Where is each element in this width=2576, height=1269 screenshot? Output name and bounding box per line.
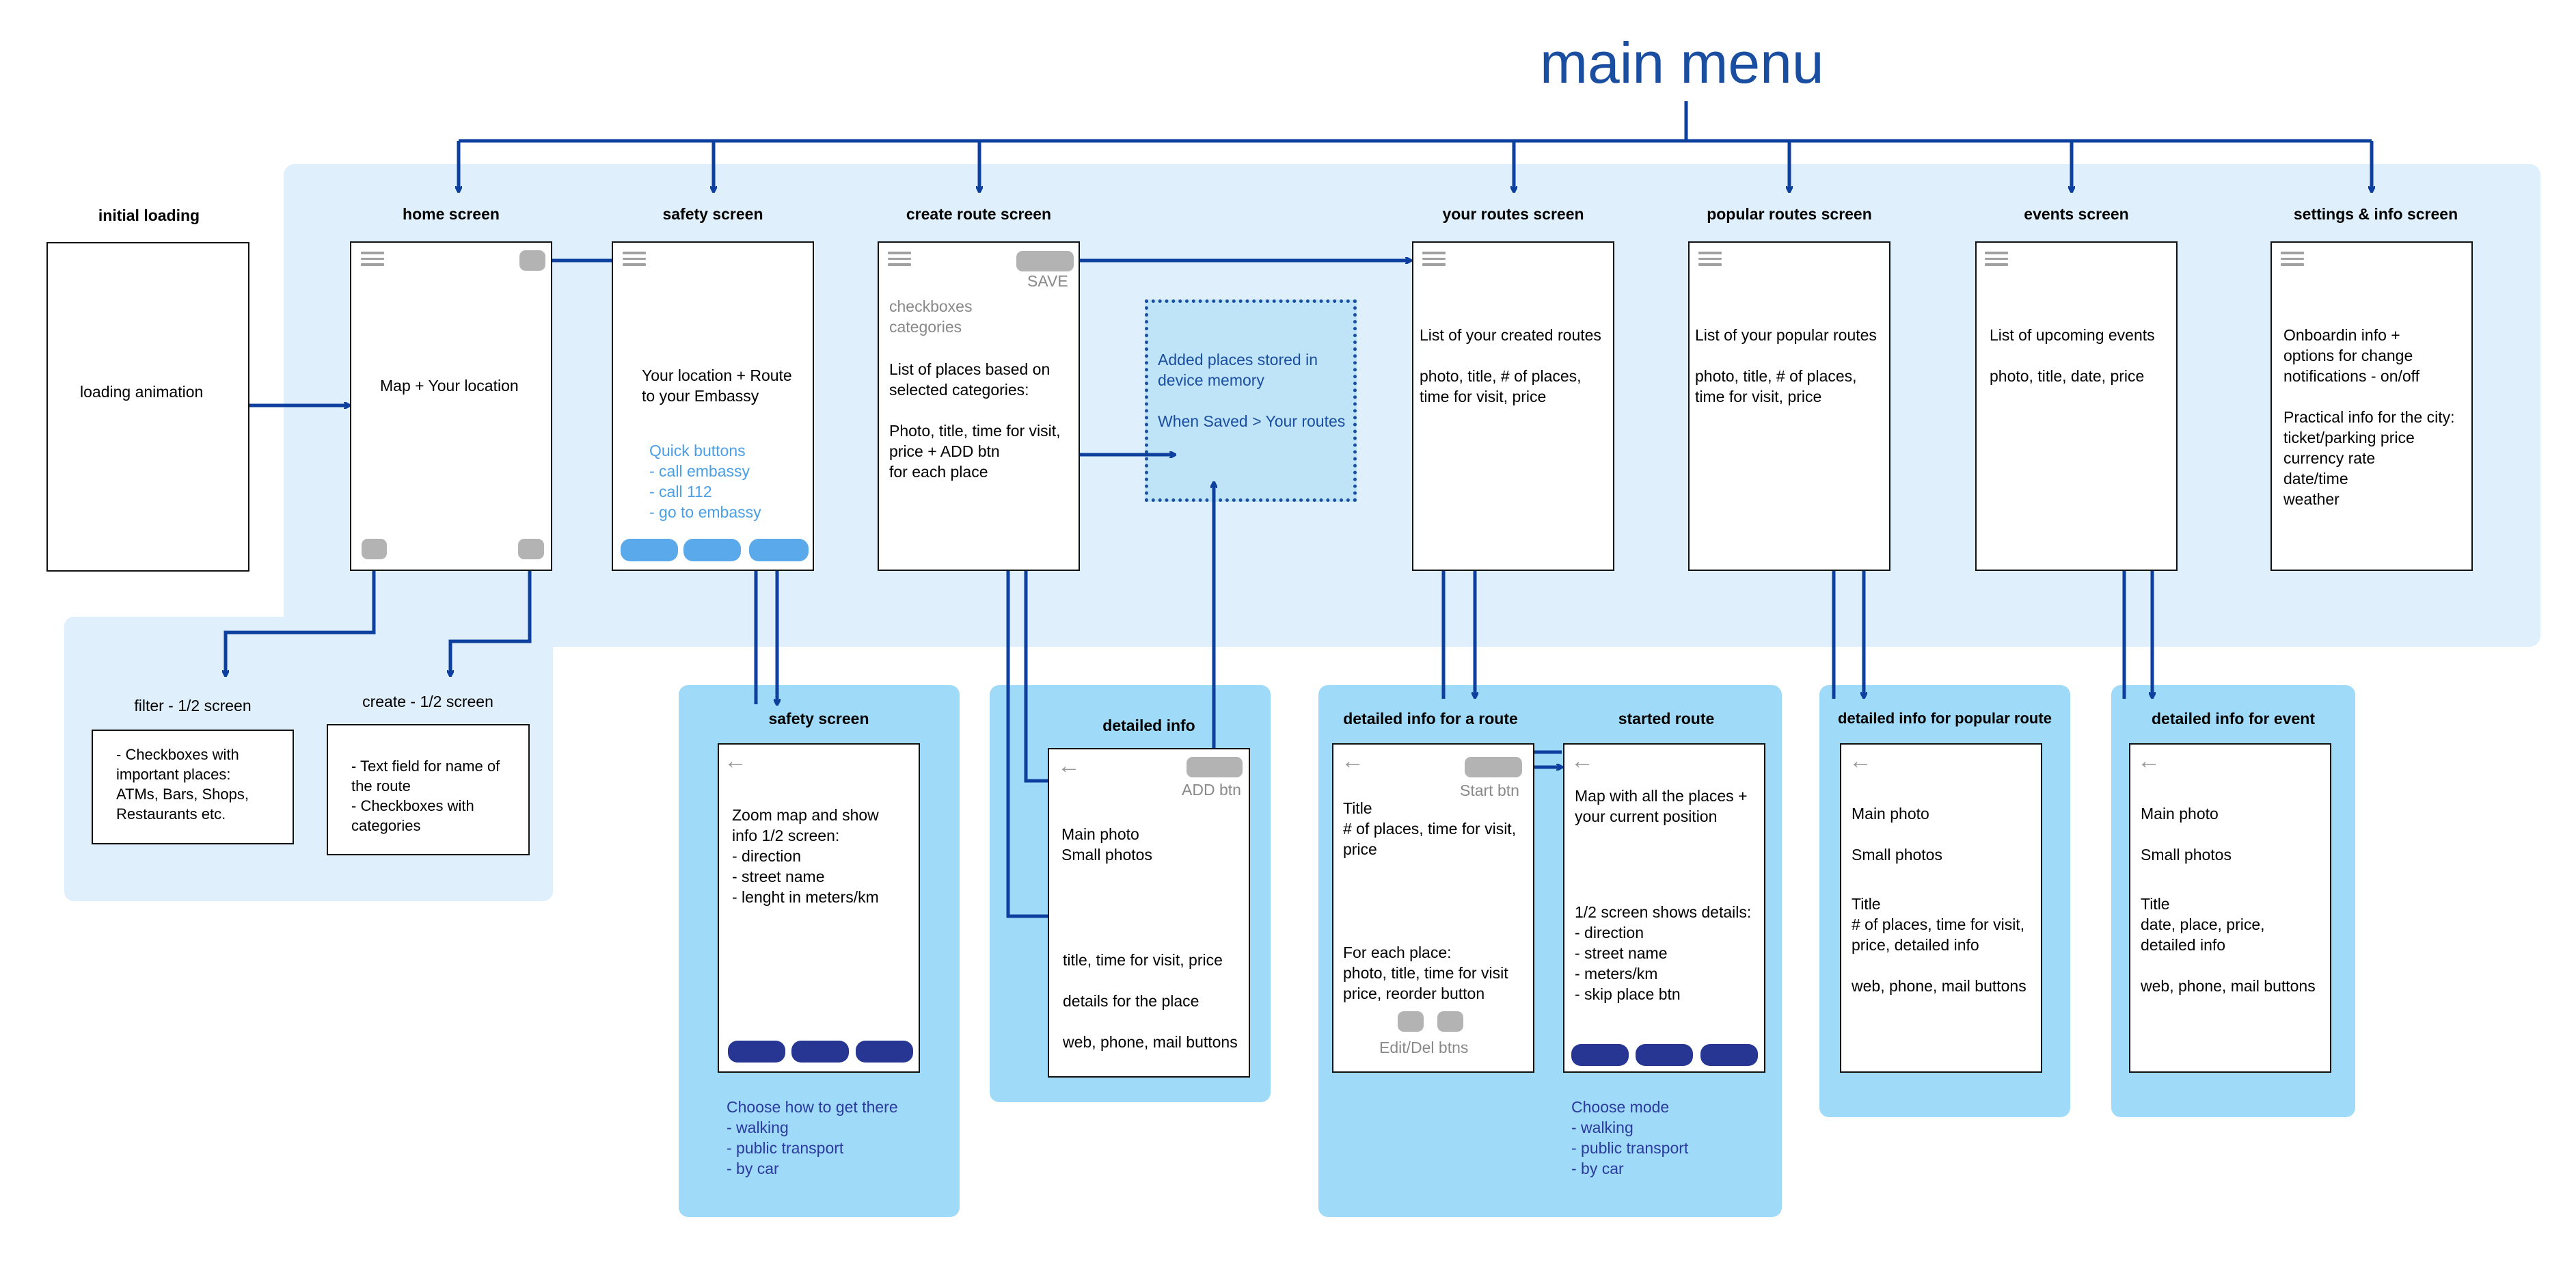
home-top-button[interactable] xyxy=(519,250,545,271)
create-half-text: - Text field for name of the route - Che… xyxy=(351,758,500,834)
safety-detail-text: Zoom map and show info 1/2 screen: - dir… xyxy=(732,806,879,906)
save-button[interactable] xyxy=(1016,251,1074,271)
add-button-label: ADD btn xyxy=(1182,781,1241,799)
mode-button-2[interactable] xyxy=(1636,1044,1693,1066)
create-button[interactable] xyxy=(518,539,544,559)
back-arrow-icon[interactable]: ← xyxy=(1849,748,1872,774)
device-memory-box xyxy=(1145,299,1357,502)
safety-screen-title: safety screen xyxy=(662,205,763,223)
popular-detail-title: detailed info for popular route xyxy=(1838,710,2052,727)
hamburger-icon[interactable] xyxy=(361,252,384,267)
detailed-info-title: detailed info xyxy=(1102,717,1195,734)
back-arrow-icon[interactable]: ← xyxy=(1057,753,1081,779)
safety-quick-buttons-text: Quick buttons - call embassy - call 112 … xyxy=(649,442,761,521)
mode-button-3[interactable] xyxy=(856,1041,913,1063)
start-button[interactable] xyxy=(1465,757,1522,777)
popular-detail-text-1: Main photo Small photos xyxy=(1852,805,1942,864)
edit-button[interactable] xyxy=(1398,1011,1424,1032)
initial-loading-screen xyxy=(46,242,249,572)
popular-routes-screen xyxy=(1688,241,1890,571)
hamburger-icon[interactable] xyxy=(1985,252,2008,267)
start-button-label: Start btn xyxy=(1460,782,1519,799)
quick-button-1[interactable] xyxy=(621,539,678,561)
events-screen-title: events screen xyxy=(2024,205,2129,223)
safety-detail-footer: Choose how to get there - walking - publ… xyxy=(727,1098,898,1177)
settings-text: Onboardin info + options for change noti… xyxy=(2283,326,2455,508)
filter-button[interactable] xyxy=(362,539,387,559)
safety-detail-screen xyxy=(718,743,920,1073)
create-half-title: create - 1/2 screen xyxy=(362,693,493,710)
quick-button-2[interactable] xyxy=(683,539,741,561)
back-arrow-icon[interactable]: ← xyxy=(2137,748,2160,774)
create-route-screen xyxy=(878,241,1080,571)
mode-button-3[interactable] xyxy=(1700,1044,1758,1066)
home-screen xyxy=(350,241,552,571)
initial-loading-title: initial loading xyxy=(98,206,200,224)
popular-routes-screen-title: popular routes screen xyxy=(1707,205,1872,223)
started-route-footer: Choose mode - walking - public transport… xyxy=(1571,1098,1689,1177)
back-arrow-icon[interactable]: ← xyxy=(1571,748,1594,774)
save-label: SAVE xyxy=(1027,272,1068,290)
device-memory-text: Added places stored in device memory Whe… xyxy=(1158,351,1346,430)
route-detail-text-2: For each place: photo, title, time for v… xyxy=(1343,944,1508,1002)
home-screen-title: home screen xyxy=(403,205,500,223)
event-detail-title: detailed info for event xyxy=(2152,710,2315,727)
hamburger-icon[interactable] xyxy=(623,252,646,267)
safety-detail-title: safety screen xyxy=(768,710,869,727)
create-route-text: List of places based on selected categor… xyxy=(889,360,1061,481)
route-detail-screen xyxy=(1332,743,1534,1073)
popular-routes-text: List of your popular routes photo, title… xyxy=(1695,326,1877,405)
hamburger-icon[interactable] xyxy=(2281,252,2304,267)
hamburger-icon[interactable] xyxy=(888,252,911,267)
mode-button-1[interactable] xyxy=(728,1041,785,1063)
back-arrow-icon[interactable]: ← xyxy=(724,748,747,774)
your-routes-screen xyxy=(1412,241,1614,571)
detailed-info-screen xyxy=(1048,748,1250,1078)
create-route-screen-title: create route screen xyxy=(906,205,1052,223)
started-route-title: started route xyxy=(1618,710,1715,727)
add-button[interactable] xyxy=(1187,757,1243,777)
filter-text: - Checkboxes with important places: ATMs… xyxy=(116,746,249,823)
settings-screen-title: settings & info screen xyxy=(2293,205,2458,223)
event-detail-text-1: Main photo Small photos xyxy=(2141,805,2232,864)
route-detail-title: detailed info for a route xyxy=(1343,710,1518,727)
popular-detail-screen xyxy=(1840,743,2042,1073)
delete-button[interactable] xyxy=(1437,1011,1463,1032)
filter-half-screen xyxy=(92,730,294,844)
events-text: List of upcoming events photo, title, da… xyxy=(1990,326,2155,385)
safety-screen xyxy=(612,241,814,571)
event-detail-text-2: Title date, place, price, detailed info … xyxy=(2141,895,2316,995)
hamburger-icon[interactable] xyxy=(1698,252,1722,267)
event-detail-screen xyxy=(2129,743,2331,1073)
mode-button-1[interactable] xyxy=(1571,1044,1629,1066)
initial-loading-text: loading animation xyxy=(80,383,204,401)
detailed-info-text-1: Main photo Small photos xyxy=(1061,825,1152,864)
edit-del-label: Edit/Del btns xyxy=(1379,1039,1469,1056)
create-categories-text: checkboxes categories xyxy=(889,297,973,336)
started-route-text-2: 1/2 screen shows details: - direction - … xyxy=(1575,903,1752,1003)
quick-button-3[interactable] xyxy=(749,539,809,561)
back-arrow-icon[interactable]: ← xyxy=(1341,748,1364,774)
route-detail-text-1: Title # of places, time for visit, price xyxy=(1343,799,1517,858)
detailed-info-text-2: title, time for visit, price details for… xyxy=(1063,951,1238,1051)
safety-screen-text: Your location + Route to your Embassy xyxy=(642,366,792,405)
popular-detail-text-2: Title # of places, time for visit, price… xyxy=(1852,895,2026,995)
mode-button-2[interactable] xyxy=(791,1041,849,1063)
settings-screen xyxy=(2270,241,2473,571)
your-routes-text: List of your created routes photo, title… xyxy=(1420,326,1601,405)
started-route-text-1: Map with all the places + your current p… xyxy=(1575,787,1748,825)
create-half-screen xyxy=(327,724,530,855)
hamburger-icon[interactable] xyxy=(1422,252,1446,267)
your-routes-screen-title: your routes screen xyxy=(1442,205,1584,223)
filter-title: filter - 1/2 screen xyxy=(134,697,252,714)
events-screen xyxy=(1975,241,2178,571)
started-route-screen xyxy=(1563,743,1765,1073)
page-title: main menu xyxy=(1540,31,1824,95)
home-screen-text: Map + Your location xyxy=(380,377,519,395)
